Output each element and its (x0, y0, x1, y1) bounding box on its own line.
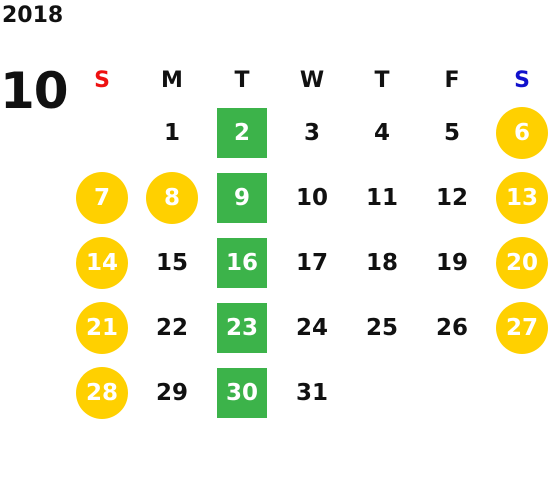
day-cell[interactable]: 3 (277, 100, 347, 165)
weekday-header-friday: F (444, 67, 460, 93)
day-cell[interactable]: 25 (347, 295, 417, 360)
empty-day-cell (417, 360, 487, 425)
day-cell[interactable]: 28 (67, 360, 137, 425)
holiday-day-badge: 28 (76, 366, 128, 419)
holiday-day-badge: 6 (496, 106, 548, 159)
day-cell[interactable]: 16 (207, 230, 277, 295)
day-cell[interactable]: 14 (67, 230, 137, 295)
day-number: 31 (295, 379, 328, 406)
day-cell[interactable]: 6 (487, 100, 548, 165)
day-cell[interactable]: 21 (67, 295, 137, 360)
year-label: 2018 (2, 3, 64, 28)
holiday-day-badge: 14 (76, 236, 128, 289)
day-cell[interactable]: 9 (207, 165, 277, 230)
day-number: 11 (365, 184, 398, 211)
highlighted-day-badge: 9 (217, 172, 267, 223)
day-cell[interactable]: 24 (277, 295, 347, 360)
day-number: 3 (303, 119, 320, 146)
weekday-header-sunday: S (94, 67, 110, 93)
empty-day-cell (67, 100, 137, 165)
day-cell[interactable]: 7 (67, 165, 137, 230)
holiday-day-badge: 8 (146, 171, 198, 224)
day-cell[interactable]: 10 (277, 165, 347, 230)
day-number: 17 (295, 249, 328, 276)
day-cell[interactable]: 30 (207, 360, 277, 425)
day-cell[interactable]: 18 (347, 230, 417, 295)
empty-day-cell (487, 360, 548, 425)
empty-day-cell (347, 360, 417, 425)
day-cell[interactable]: 27 (487, 295, 548, 360)
highlighted-day-badge: 30 (217, 367, 267, 418)
day-number: 24 (295, 314, 328, 341)
holiday-day-badge: 21 (76, 301, 128, 354)
day-cell[interactable]: 8 (137, 165, 207, 230)
day-cell[interactable]: 13 (487, 165, 548, 230)
day-number: 22 (155, 314, 188, 341)
day-number: 4 (373, 119, 390, 146)
day-number: 25 (365, 314, 398, 341)
holiday-day-badge: 27 (496, 301, 548, 354)
holiday-day-badge: 13 (496, 171, 548, 224)
month-label: 10 (0, 62, 69, 120)
day-cell[interactable]: 31 (277, 360, 347, 425)
highlighted-day-badge: 2 (217, 107, 267, 158)
weekday-header-monday: M (161, 67, 183, 93)
day-cell[interactable]: 11 (347, 165, 417, 230)
day-number: 29 (155, 379, 188, 406)
day-number: 10 (295, 184, 328, 211)
weekday-header-tuesday: T (234, 67, 250, 93)
holiday-day-badge: 7 (76, 171, 128, 224)
day-cell[interactable]: 2 (207, 100, 277, 165)
highlighted-day-badge: 23 (217, 302, 267, 353)
day-cell[interactable]: 4 (347, 100, 417, 165)
day-number: 5 (443, 119, 460, 146)
day-cell[interactable]: 12 (417, 165, 487, 230)
day-number: 19 (435, 249, 468, 276)
day-cell[interactable]: 15 (137, 230, 207, 295)
day-cell[interactable]: 22 (137, 295, 207, 360)
weekday-header-thursday: T (374, 67, 390, 93)
day-cell[interactable]: 29 (137, 360, 207, 425)
day-cell[interactable]: 1 (137, 100, 207, 165)
day-number: 15 (155, 249, 188, 276)
day-cell[interactable]: 17 (277, 230, 347, 295)
weekday-header-saturday: S (514, 67, 530, 93)
day-cell[interactable]: 20 (487, 230, 548, 295)
day-number: 18 (365, 249, 398, 276)
weekday-header-wednesday: W (299, 67, 325, 93)
holiday-day-badge: 20 (496, 236, 548, 289)
day-number: 12 (435, 184, 468, 211)
day-cell[interactable]: 23 (207, 295, 277, 360)
day-number: 26 (435, 314, 468, 341)
day-cell[interactable]: 19 (417, 230, 487, 295)
day-cell[interactable]: 5 (417, 100, 487, 165)
highlighted-day-badge: 16 (217, 237, 267, 288)
day-cell[interactable]: 26 (417, 295, 487, 360)
day-number: 1 (163, 119, 180, 146)
